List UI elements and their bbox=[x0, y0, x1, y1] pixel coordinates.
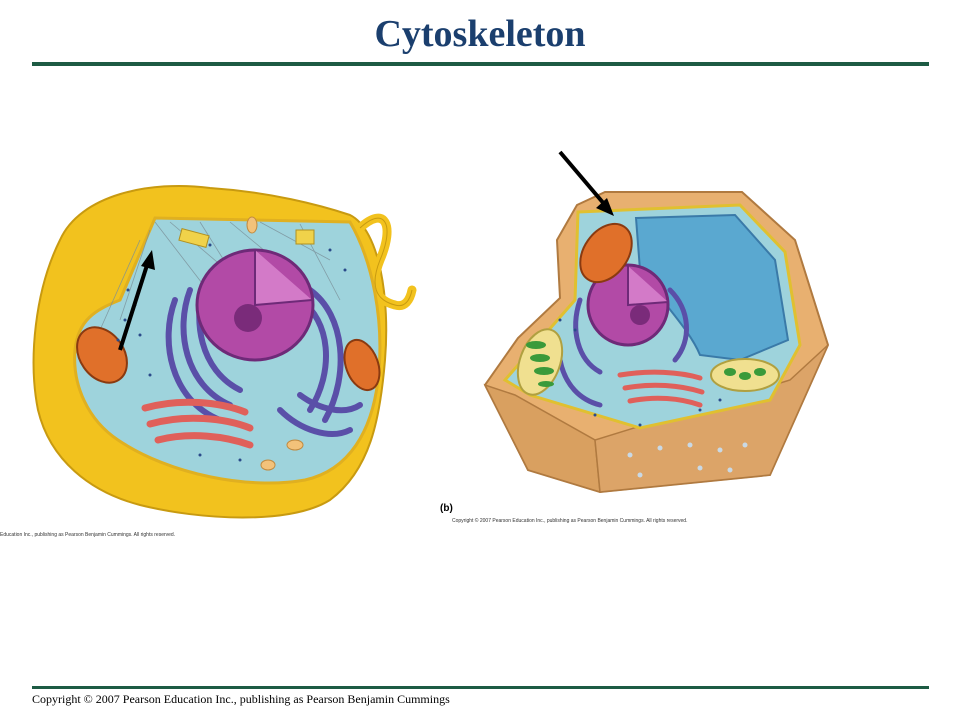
panel-label: (b) bbox=[440, 503, 453, 514]
plant-chloroplast bbox=[516, 328, 564, 396]
animal-centriole bbox=[295, 229, 315, 245]
plant-golgi bbox=[617, 369, 705, 408]
plant-rough-er bbox=[557, 287, 689, 408]
plant-cytoskeleton-arrow bbox=[558, 150, 614, 216]
plant-nucleolus bbox=[630, 305, 650, 325]
animal-mitochondrion bbox=[343, 338, 381, 392]
animal-nucleolus bbox=[234, 304, 262, 332]
slide-title: Cytoskeleton bbox=[374, 13, 586, 55]
animal-centriole bbox=[178, 227, 210, 249]
figure-credit-right: Copyright © 2007 Pearson Education Inc.,… bbox=[452, 518, 688, 524]
animal-golgi bbox=[141, 398, 254, 449]
animal-cytoskeleton-arrow bbox=[118, 250, 155, 351]
plant-chloroplast bbox=[710, 358, 780, 392]
footer-divider bbox=[32, 686, 929, 689]
slide-footer: Copyright © 2007 Pearson Education Inc.,… bbox=[32, 692, 450, 706]
animal-cell bbox=[32, 185, 417, 519]
figure-credit-left: Education Inc., publishing as Pearson Be… bbox=[0, 532, 176, 538]
animal-mitochondrion bbox=[76, 326, 128, 384]
plant-cell bbox=[483, 150, 830, 494]
plant-mitochondrion bbox=[579, 222, 633, 284]
title-divider bbox=[32, 62, 929, 66]
